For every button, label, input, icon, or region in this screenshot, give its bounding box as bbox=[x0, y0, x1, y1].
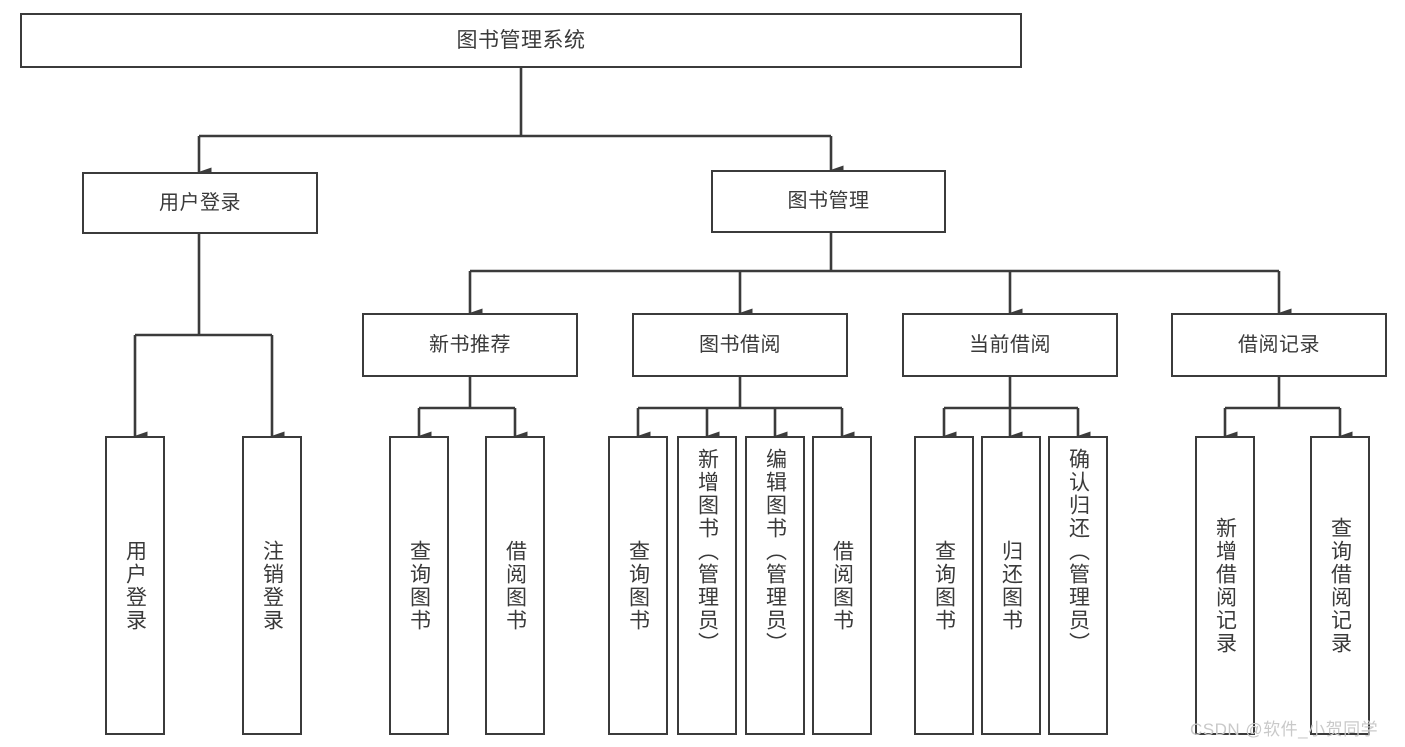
node-book-management-label: 图书管理 bbox=[787, 190, 870, 213]
leaf-current-query-book[interactable]: 查询图书 bbox=[914, 436, 974, 735]
leaf-record-query-record[interactable]: 查询借阅记录 bbox=[1310, 436, 1370, 735]
node-root-label: 图书管理系统 bbox=[456, 28, 586, 52]
leaf-recommend-borrow-book[interactable]: 借阅图书 bbox=[485, 436, 545, 735]
leaf-label: 查询图书 bbox=[932, 539, 956, 632]
node-borrow-record[interactable]: 借阅记录 bbox=[1171, 313, 1387, 377]
leaf-label: 新增图书（管理员） bbox=[695, 448, 719, 655]
leaf-user-login-login[interactable]: 用户登录 bbox=[105, 436, 165, 735]
leaf-label: 借阅图书 bbox=[830, 539, 854, 632]
leaf-label: 查询借阅记录 bbox=[1328, 516, 1352, 655]
node-user-login[interactable]: 用户登录 bbox=[82, 172, 318, 234]
node-current-borrow-label: 当前借阅 bbox=[969, 333, 1051, 356]
node-book-borrow-label: 图书借阅 bbox=[699, 333, 781, 356]
node-new-book-recommend-label: 新书推荐 bbox=[429, 333, 511, 356]
leaf-label: 查询图书 bbox=[407, 539, 431, 632]
node-book-borrow[interactable]: 图书借阅 bbox=[632, 313, 848, 377]
csdn-watermark: CSDN @软件_小贺同学 bbox=[1190, 720, 1379, 739]
leaf-current-return-book[interactable]: 归还图书 bbox=[981, 436, 1041, 735]
leaf-label: 借阅图书 bbox=[503, 539, 527, 632]
node-current-borrow[interactable]: 当前借阅 bbox=[902, 313, 1118, 377]
leaf-borrow-query-book[interactable]: 查询图书 bbox=[608, 436, 668, 735]
node-book-management[interactable]: 图书管理 bbox=[711, 170, 946, 233]
leaf-label: 查询图书 bbox=[626, 539, 650, 632]
leaf-current-confirm-return-admin[interactable]: 确认归还（管理员） bbox=[1048, 436, 1108, 735]
leaf-recommend-query-book[interactable]: 查询图书 bbox=[389, 436, 449, 735]
leaf-user-login-logout[interactable]: 注销登录 bbox=[242, 436, 302, 735]
node-root[interactable]: 图书管理系统 bbox=[20, 13, 1022, 68]
leaf-label: 用户登录 bbox=[123, 539, 147, 632]
leaf-borrow-edit-book-admin[interactable]: 编辑图书（管理员） bbox=[745, 436, 805, 735]
leaf-label: 归还图书 bbox=[999, 539, 1023, 632]
leaf-label: 编辑图书（管理员） bbox=[763, 448, 787, 655]
leaf-borrow-add-book-admin[interactable]: 新增图书（管理员） bbox=[677, 436, 737, 735]
leaf-borrow-borrow-book[interactable]: 借阅图书 bbox=[812, 436, 872, 735]
node-user-login-label: 用户登录 bbox=[159, 191, 241, 214]
node-new-book-recommend[interactable]: 新书推荐 bbox=[362, 313, 578, 377]
leaf-label: 注销登录 bbox=[260, 539, 284, 632]
node-borrow-record-label: 借阅记录 bbox=[1238, 333, 1320, 356]
leaf-record-add-record[interactable]: 新增借阅记录 bbox=[1195, 436, 1255, 735]
leaf-label: 新增借阅记录 bbox=[1213, 516, 1237, 655]
leaf-label: 确认归还（管理员） bbox=[1066, 448, 1090, 655]
